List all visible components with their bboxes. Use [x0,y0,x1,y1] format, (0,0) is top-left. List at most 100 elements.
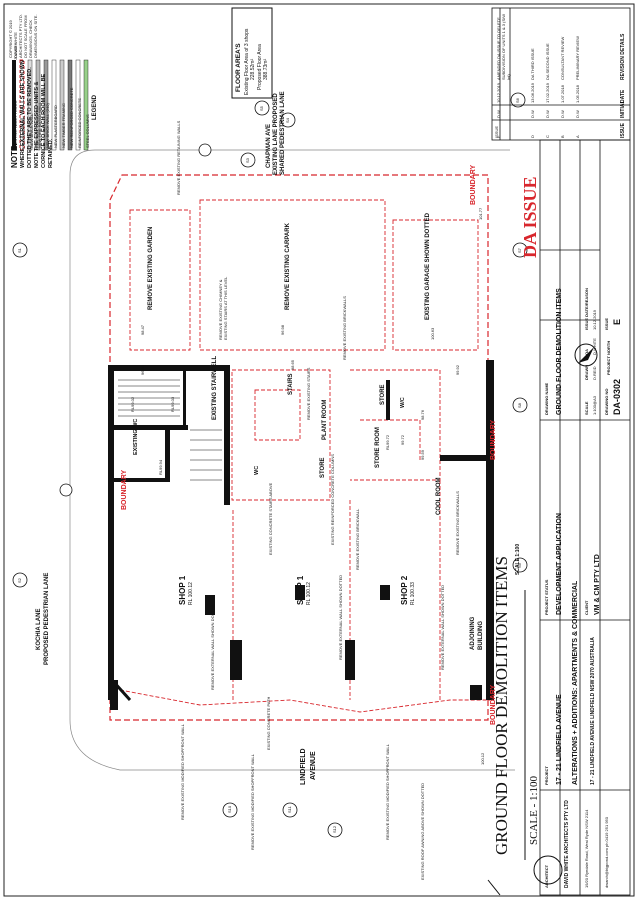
street-lindfield-2: AVENUE [310,751,317,780]
rev-row-initial: D.W [560,110,565,118]
room-shop-2: SHOP 2 [400,575,409,605]
rev-row-initial: D.W [530,110,535,118]
legend-item: DEMOLISH WALL [21,115,26,148]
legend-item: NEW REINFORCED CONCRETE [69,87,74,148]
rev-row-initial: D.W [545,110,550,118]
level-mark: RL99.72 [385,434,390,450]
legend-item: NEW BRICK WALL (240) [45,103,50,148]
room-adjoining: ADJOINING [470,616,476,650]
rev-row-date: 1.05.2018 [575,85,580,103]
existing-walls [108,360,494,710]
rev-row-details: PRELIMINARY REVIEW [575,36,580,80]
street-chapman-note1: EXISTING LANE PROPOSED [273,93,279,175]
room-adjoining-2: BUILDING [478,621,484,650]
level-mark: 100.63 [430,327,435,340]
section-label: S10 [227,805,232,813]
section-label: S12 [332,825,337,833]
tb-drawing-name: GROUND FLOOR DEMOLITION ITEMS [556,288,563,415]
rev-row-date: 1.07.2018 [560,85,565,103]
street-kochia: KOCHIA LANE [36,608,42,650]
tb-issue-head: ISSUE [604,317,609,330]
tb-project-line2: ALTERATIONS + ADDITIONS: APARTMENTS & CO… [572,580,579,785]
chapman-kerb [69,149,510,176]
da-issue-stamp: DA ISSUE [520,176,540,258]
rev-row-issue: B [560,135,565,138]
annotation: REMOVE EXISTING MODIFIED SHOPFRONT WALL [385,744,390,840]
revision-header-issue: ISSUE [620,122,626,138]
street-lindfield: LINDFIELD [300,748,307,785]
annotation: REMOVE EXISTING BRICKWALLS [455,491,460,555]
tb-issue-date-head: ISSUE DATE/REASON [584,288,589,330]
title-slash [487,879,501,896]
street-kochia-note: PROPOSED PEDESTRIAN LANE [44,572,50,665]
annotation: REMOVE EXTERNAL WALL SHOWN DOTTED [338,574,343,660]
tb-drawing-no-head: DRAWING NO [604,388,609,415]
section-label: S11 [287,806,292,813]
annotation: REMOVE EXISTING MODIFIED SHOPFRONT WALL [180,724,185,820]
north-arrow-icon [574,343,598,367]
tb-issue-date: 10.12.2019 [592,309,597,330]
site-boundary [109,174,489,721]
room-shop-1b: SHOP 1 [296,575,305,605]
room-shop-1a-rl: RL 100.12 [188,582,194,605]
legend-item: NEW PLASTERBOARD [53,105,58,148]
title-block-frame [491,7,631,896]
level-mark: 99.72 [400,434,405,445]
boundary-label-left: BOUNDARY [121,469,128,510]
room-stairs: STAIRS [288,373,294,395]
rev-row-issue: C [545,135,550,138]
room-stairwell: EXISTING STAIRWELL [212,355,218,420]
level-mark: 96.51 [140,364,145,375]
title-symbol [533,855,563,885]
tb-qa-head: QA [584,349,589,355]
room-store-1: STORE [380,384,386,405]
tb-drawing-no: DA-0302 [612,378,622,415]
level-mark: RL99.02 [130,396,135,412]
tb-project-head: PROJECT [544,766,549,785]
room-store-2: STORE [320,457,326,478]
level-mark: 98.76 [420,409,425,420]
floor-area-box [231,7,273,99]
revision-header-initial: INITIAL [620,100,626,119]
rev-row-details: CONSULTANT REVIEW [560,36,565,80]
tb-client-head: CLIENT [584,600,589,615]
annotation: EXISTING REINFORCED CONCRETE COLUMNS [330,454,335,545]
tb-client: VM & CM PTY LTD [594,554,601,615]
legend-item: NEW TIMBER FRAMING [61,102,66,148]
annotation: REMOVE EXISTING BRICKWALLS [342,296,347,360]
tb-project-line3: 17 - 21 LINDFIELD AVENUE LINDFIELD NSW 2… [590,637,596,785]
annotation: EXISTING CONCRETE STAIRS ABOVE [268,482,273,555]
plan-scale-small: SCALE 1:100 [515,543,521,575]
tb-scale-head: SCALE [584,401,589,415]
tb-status-head: PROJECT STATUS [544,579,549,615]
grid-marker-left [59,483,73,497]
room-garage: EXISTING GARAGE SHOWN DOTTED [425,212,431,320]
lindfield-kerb [69,719,515,771]
rev-row-initial: D.W [496,110,501,118]
section-label: S4 [285,118,290,123]
sheet-border [3,3,635,897]
plan-title: GROUND FLOOR DEMOLITION ITEMS [492,556,511,855]
tb-drawing-head: DRAWING NAME [544,382,549,415]
rev-row-date: 17.02.2019 [545,82,550,103]
room-shop-1b-rl: RL 100.12 [306,582,312,605]
grid-marker-top [198,143,212,157]
street-chapman-note2: SHARED PEDESTRIAN LANE [280,91,286,175]
revision-header-date: DATE [620,89,626,103]
rev-row-details: AMENDED DA ISSUE TO DELETE SUBDIVISION O… [496,13,511,80]
corner-shopfront [110,640,132,702]
annotation: REMOVE EXISTING STAIRS [306,367,311,420]
annotation: REMOVE EXISTING RETAINING WALLS [176,120,181,195]
room-carpark: REMOVE EXISTING CARPARK [285,223,291,310]
level-mark: 99.59 [420,449,425,460]
room-garden: REMOVE EXISTING GARDEN [148,226,154,310]
room-wc-existing: EXISTING WC [133,418,139,455]
annotation: REMOVE EXISTING MODIFIED SHOPFRONT WALL [250,754,255,850]
tb-architect-name: DAVID WHITE ARCHITECTS PTY LTD [564,800,570,888]
section-label: S5 [259,106,264,111]
legend-title: LEGEND [92,94,98,120]
section-label: S6 [515,98,520,103]
street-chapman: CHAPMAN AVE [266,123,272,168]
